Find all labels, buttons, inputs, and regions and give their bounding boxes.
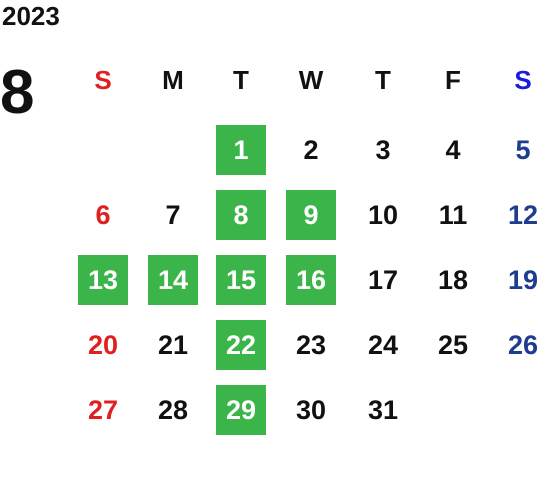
weekday-header-2: T: [233, 64, 249, 95]
day-cell-highlighted[interactable]: 16: [286, 255, 336, 305]
weekday-header-6: S: [514, 64, 532, 95]
weekday-header-1: M: [162, 64, 184, 95]
day-cell-highlighted[interactable]: 29: [216, 385, 266, 435]
day-cell[interactable]: 28: [157, 394, 189, 425]
day-cell[interactable]: 26: [507, 329, 539, 360]
day-cell[interactable]: 21: [157, 329, 189, 360]
day-cell[interactable]: 12: [507, 199, 539, 230]
day-cell-highlighted[interactable]: 8: [216, 190, 266, 240]
weekday-header-4: T: [375, 64, 391, 95]
day-cell[interactable]: 4: [445, 134, 461, 165]
day-cell[interactable]: 3: [375, 134, 391, 165]
day-cell-highlighted[interactable]: 15: [216, 255, 266, 305]
day-cell[interactable]: 25: [437, 329, 469, 360]
day-cell[interactable]: 7: [165, 199, 181, 230]
weekday-header-5: F: [445, 64, 461, 95]
day-cell[interactable]: 18: [437, 264, 469, 295]
day-cell[interactable]: 24: [367, 329, 399, 360]
day-cell[interactable]: 6: [95, 199, 111, 230]
day-cell[interactable]: 5: [515, 134, 531, 165]
day-cell[interactable]: 19: [507, 264, 539, 295]
day-cell[interactable]: 2: [303, 134, 319, 165]
weekday-header-0: S: [94, 64, 112, 95]
day-cell-highlighted[interactable]: 14: [148, 255, 198, 305]
day-cell[interactable]: 30: [295, 394, 327, 425]
year-label: 2023: [2, 1, 60, 31]
day-cell-highlighted[interactable]: 22: [216, 320, 266, 370]
day-cell[interactable]: 10: [367, 199, 399, 230]
day-cell[interactable]: 31: [367, 394, 399, 425]
day-cell-highlighted[interactable]: 9: [286, 190, 336, 240]
day-cell-highlighted[interactable]: 13: [78, 255, 128, 305]
day-cell[interactable]: 11: [438, 199, 468, 230]
weekday-header-3: W: [298, 64, 324, 95]
day-cell[interactable]: 20: [87, 329, 119, 360]
month-label: 8: [0, 58, 35, 127]
day-cell-highlighted[interactable]: 1: [216, 125, 266, 175]
day-cell[interactable]: 17: [367, 264, 399, 295]
day-cell[interactable]: 27: [87, 394, 119, 425]
day-cell[interactable]: 23: [295, 329, 327, 360]
